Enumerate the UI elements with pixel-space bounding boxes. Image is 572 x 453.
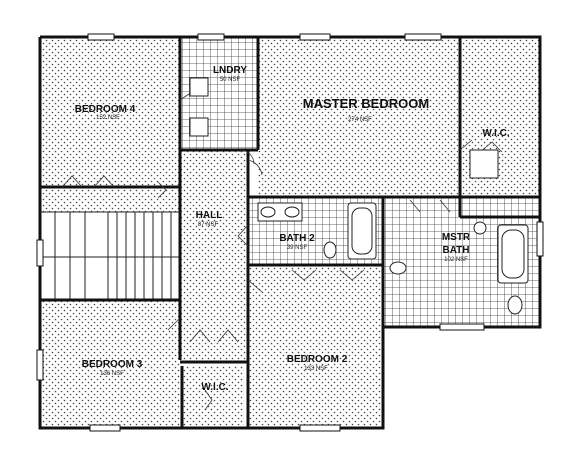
walls: [38, 35, 542, 430]
hall-floor: [180, 150, 248, 360]
wic-shelf: [469, 149, 499, 179]
hall-label: HALL: [196, 210, 223, 221]
bedroom-2-label: BEDROOM 2: [287, 354, 348, 365]
dryer: [189, 117, 209, 137]
hall-wic-floor: [182, 366, 244, 428]
bedroom-3-label: BEDROOM 3: [82, 359, 143, 370]
master-bedroom-label: MASTER BEDROOM: [303, 96, 429, 111]
master-wic-floor: [460, 37, 540, 217]
hall-wic-label: W.I.C.: [201, 382, 228, 393]
laundry-label: LNDRY: [213, 65, 247, 76]
bedroom-4-label: BEDROOM 4: [75, 104, 136, 115]
room-labels: BEDROOM 4 152 NSF LNDRY 50 NSF MASTER BE…: [75, 65, 510, 393]
bedroom-2-floor: [248, 265, 383, 428]
windows: [36, 33, 544, 432]
laundry-area: 50 NSF: [220, 77, 241, 83]
bath-2-label: BATH 2: [279, 233, 315, 244]
bedroom-3-floor: [40, 300, 180, 428]
carpet-areas: [40, 37, 540, 428]
fixtures: [189, 77, 529, 315]
mstr-bath-label-1: MSTR: [442, 232, 471, 243]
stair-landing-floor: [40, 187, 180, 212]
mstr-sink-2: [473, 221, 487, 235]
bedroom-2-area: 133 NSF: [304, 366, 328, 372]
bedroom-3-area: 136 NSF: [100, 371, 124, 377]
mstr-bath-area: 102 NSF: [444, 257, 468, 263]
mstr-toilet: [507, 295, 523, 315]
bath-2-toilet: [323, 241, 337, 259]
hall-area: 87 NSF: [198, 222, 219, 228]
staircase: [39, 211, 181, 301]
bath-2-area: 39 NSF: [287, 245, 308, 251]
master-wic-label: W.I.C.: [482, 128, 509, 139]
bedroom-4-floor: [40, 37, 180, 187]
mstr-sink-1: [389, 261, 407, 275]
mstr-bath-label-2: BATH: [442, 245, 469, 256]
bedroom-4-area: 152 NSF: [96, 115, 120, 121]
master-bedroom-floor: [258, 37, 458, 197]
master-bedroom-area: 274 NSF: [348, 117, 372, 123]
washer: [189, 77, 209, 97]
door-swings: [61, 91, 503, 411]
